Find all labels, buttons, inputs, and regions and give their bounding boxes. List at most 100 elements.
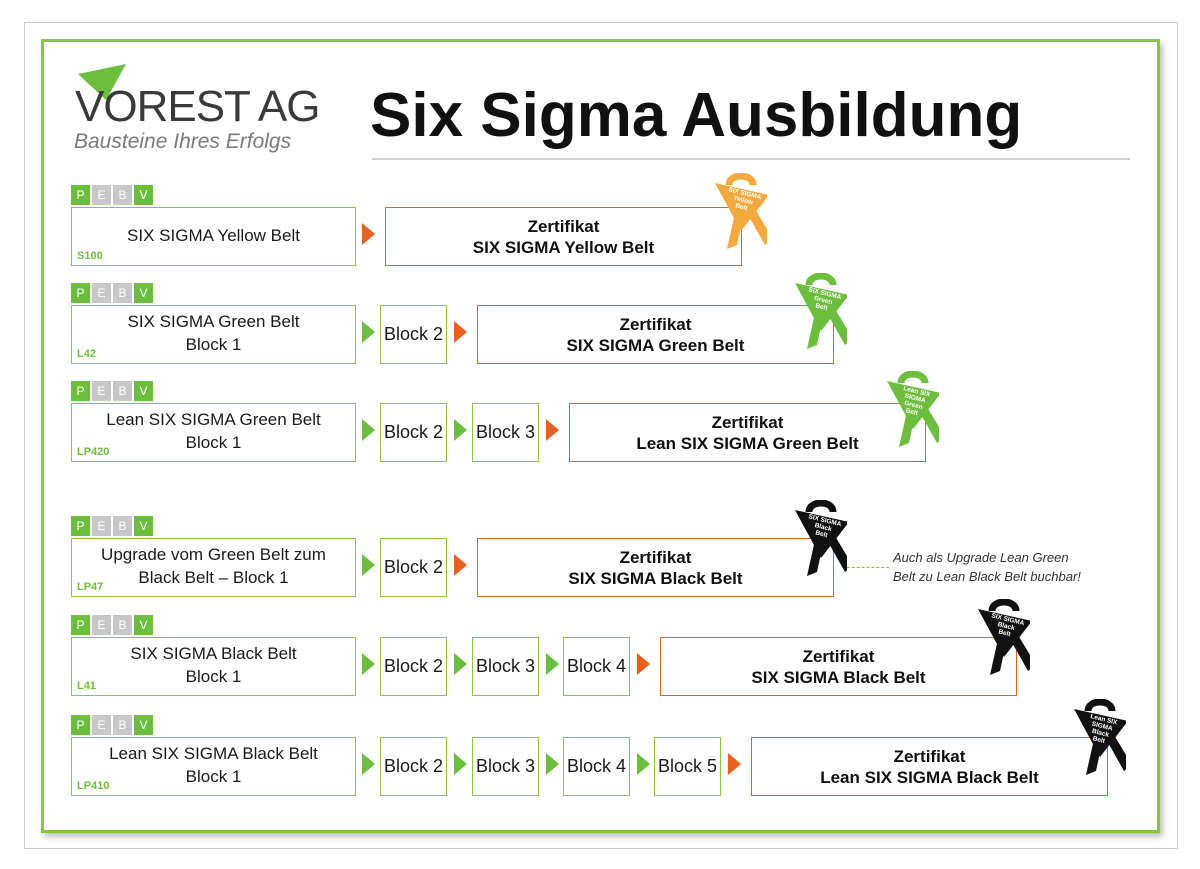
company-logo: VOREST AG Bausteine Ihres Erfolgs [72, 62, 322, 162]
pebv-badge: P [71, 185, 90, 205]
course-name-line-2: Block 1 [185, 767, 242, 786]
belt-ribbon-label-line: Belt [998, 628, 1012, 638]
pebv-badge: E [92, 381, 111, 401]
course-name-line-1: Upgrade vom Green Belt zum [101, 545, 326, 564]
block-box: Block 3 [472, 637, 539, 696]
green-arrow-icon [362, 419, 375, 441]
block-box: Block 3 [472, 737, 539, 796]
course-name-line-2: Black Belt – Block 1 [138, 568, 289, 587]
pebv-badge: V [134, 516, 153, 536]
pebv-badge: V [134, 283, 153, 303]
belt-ribbon-label-line: Belt [1092, 735, 1106, 745]
certificate-title: Zertifikat [527, 217, 600, 236]
block-box: Block 4 [563, 637, 630, 696]
certificate-title: Zertifikat [619, 548, 692, 567]
pebv-badge: V [134, 615, 153, 635]
course-name: SIX SIGMA Yellow Belt [72, 224, 355, 247]
course-name-line-1: SIX SIGMA Green Belt [127, 312, 300, 331]
orange-arrow-icon [362, 223, 375, 245]
block-box: Block 2 [380, 305, 447, 364]
pebv-badge: V [134, 381, 153, 401]
title-divider [372, 158, 1130, 160]
pebv-badge: E [92, 283, 111, 303]
course-code: L42 [77, 348, 96, 360]
belt-ribbon-label-line: Black [814, 522, 833, 533]
upgrade-note: Auch als Upgrade Lean Green Belt zu Lean… [893, 548, 1081, 586]
certificate-title: Zertifikat [619, 315, 692, 334]
certificate-name: Lean SIX SIGMA Black Belt [820, 768, 1039, 787]
certificate-title: Zertifikat [893, 747, 966, 766]
block-box: Block 4 [563, 737, 630, 796]
belt-ribbon-label-line: Belt [735, 202, 749, 212]
belt-ribbon-icon: SIX SIGMABlackBelt [978, 599, 1030, 675]
pebv-badge: B [113, 185, 132, 205]
pebv-badge: P [71, 615, 90, 635]
belt-ribbon-icon: Lean SIXSIGMAGreenBelt [887, 371, 939, 447]
belt-ribbon-label-line: Black [1091, 728, 1110, 739]
course-name-line-1: SIX SIGMA Black Belt [130, 644, 297, 663]
pebv-badge: B [113, 615, 132, 635]
pebv-badge: P [71, 283, 90, 303]
green-arrow-icon [362, 653, 375, 675]
block-box: Block 2 [380, 737, 447, 796]
logo-name: VOREST AG [75, 82, 320, 131]
green-arrow-icon [546, 653, 559, 675]
course-code: LP410 [77, 780, 110, 792]
certificate-name: SIX SIGMA Black Belt [751, 668, 926, 687]
certificate-title: Zertifikat [802, 647, 875, 666]
block-box: Block 2 [380, 637, 447, 696]
note-connector [847, 567, 889, 568]
certificate-name: SIX SIGMA Yellow Belt [472, 238, 655, 257]
logo-tagline: Bausteine Ihres Erfolgs [74, 130, 292, 153]
green-arrow-icon [454, 653, 467, 675]
upgrade-note-line-2: Belt zu Lean Black Belt buchbar! [893, 569, 1081, 584]
block-box: Block 5 [654, 737, 721, 796]
course-name-line-1: Lean SIX SIGMA Black Belt [109, 744, 318, 763]
block-box: Block 2 [380, 403, 447, 462]
orange-arrow-icon [728, 753, 741, 775]
pebv-badge: V [134, 185, 153, 205]
green-arrow-icon [546, 753, 559, 775]
belt-ribbon-label-line: Belt [815, 302, 829, 312]
page-title: Six Sigma Ausbildung [370, 81, 1023, 150]
pebv-badge: E [92, 715, 111, 735]
block-box: Block 2 [380, 538, 447, 597]
belt-ribbon-label-line: Belt [905, 407, 919, 417]
course-name-line-1: Lean SIX SIGMA Green Belt [106, 410, 321, 429]
pebv-badge: B [113, 381, 132, 401]
pebv-badge: E [92, 185, 111, 205]
certificate-name: SIX SIGMA Green Belt [566, 336, 745, 355]
belt-ribbon-label-line: Black [997, 621, 1016, 632]
belt-ribbon-icon: SIX SIGMAYellowBelt [715, 173, 767, 249]
pebv-badge: B [113, 516, 132, 536]
belt-ribbon-label-line: Green [903, 400, 923, 411]
pebv-badge: P [71, 516, 90, 536]
pebv-badge: P [71, 381, 90, 401]
certificate-title: Zertifikat [711, 413, 784, 432]
green-arrow-icon [362, 554, 375, 576]
orange-arrow-icon [454, 554, 467, 576]
orange-arrow-icon [637, 653, 650, 675]
